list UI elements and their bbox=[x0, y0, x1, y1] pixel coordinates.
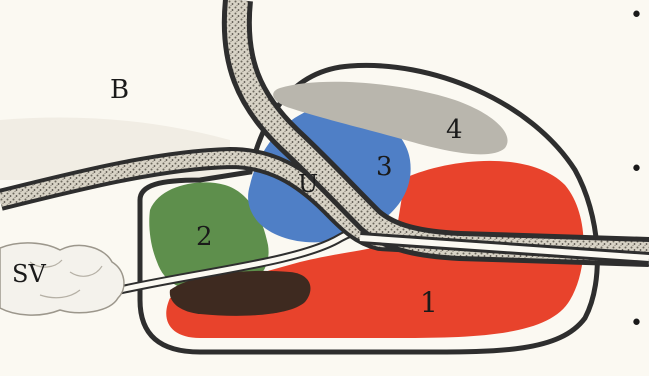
bullet-3: • bbox=[630, 311, 643, 336]
label-zone-4: 4 bbox=[446, 115, 463, 145]
label-urethra: U bbox=[298, 170, 318, 198]
label-seminal-vesicle: SV bbox=[12, 260, 46, 288]
label-zone-3: 3 bbox=[376, 152, 393, 182]
bullet-1: • bbox=[630, 3, 643, 28]
label-zone-2: 2 bbox=[196, 222, 213, 252]
bullet-2: • bbox=[630, 157, 643, 182]
label-bladder: B bbox=[110, 75, 129, 105]
label-zone-1: 1 bbox=[420, 286, 438, 319]
